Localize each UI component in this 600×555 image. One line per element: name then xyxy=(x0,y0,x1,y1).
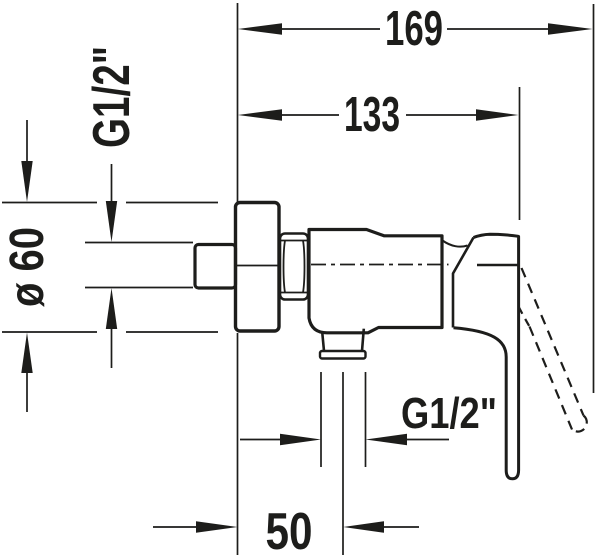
arrowhead-right-icon xyxy=(476,109,519,121)
dim-supply-thread: G1/2" xyxy=(83,46,141,368)
dim-supply-label: G1/2" xyxy=(83,46,141,148)
handle-lever xyxy=(453,232,521,481)
arrowhead-left-icon xyxy=(365,433,407,446)
dim-overall: 169 xyxy=(237,2,593,56)
handle-alt-upper-edge xyxy=(520,267,585,416)
arrowhead-left-icon xyxy=(237,23,282,35)
dim-flange-label: ø 60 xyxy=(1,227,54,307)
arrowhead-left-icon xyxy=(343,521,384,533)
valve-body xyxy=(307,227,444,335)
arrowhead-down-icon xyxy=(21,161,33,202)
dim-to-handle-label: 133 xyxy=(344,88,400,142)
arrowhead-right-icon xyxy=(280,433,321,446)
union-nut-facet-arcs xyxy=(282,240,306,293)
dim-outlet-label: G1/2" xyxy=(401,389,497,438)
arrowhead-up-icon xyxy=(105,288,118,329)
dim-to-handle: 133 xyxy=(237,88,519,142)
handle-alt-lower-edge xyxy=(528,326,574,430)
arrowhead-right-icon xyxy=(548,23,593,35)
dim-overall-label: 169 xyxy=(385,2,443,56)
outlet-spout-walls xyxy=(321,328,366,352)
wall-flange xyxy=(233,200,281,333)
outlet-spout-rim xyxy=(318,349,367,360)
union-nut-chamfer-lines xyxy=(281,239,307,294)
extension-lines xyxy=(2,3,595,555)
handle-alt-heel-arc xyxy=(517,305,531,328)
cartridge-dome-arc xyxy=(441,239,468,248)
dim-outlet-thread: G1/2" xyxy=(240,389,497,446)
handle-alt-tip-arc xyxy=(571,414,588,433)
arrowhead-left-icon xyxy=(237,109,282,121)
arrowhead-right-icon xyxy=(196,521,238,533)
handle-front-edge xyxy=(451,236,475,328)
arrowhead-down-icon xyxy=(105,201,118,242)
shower-mixer-outline xyxy=(193,200,521,481)
dim-outlet-offset: 50 xyxy=(153,503,419,555)
supply-connector xyxy=(193,242,238,290)
arrowhead-up-icon xyxy=(21,332,33,373)
dim-flange-diameter: ø 60 xyxy=(1,120,54,412)
dim-offset-label: 50 xyxy=(266,503,313,555)
handle-alt-position xyxy=(517,267,588,433)
